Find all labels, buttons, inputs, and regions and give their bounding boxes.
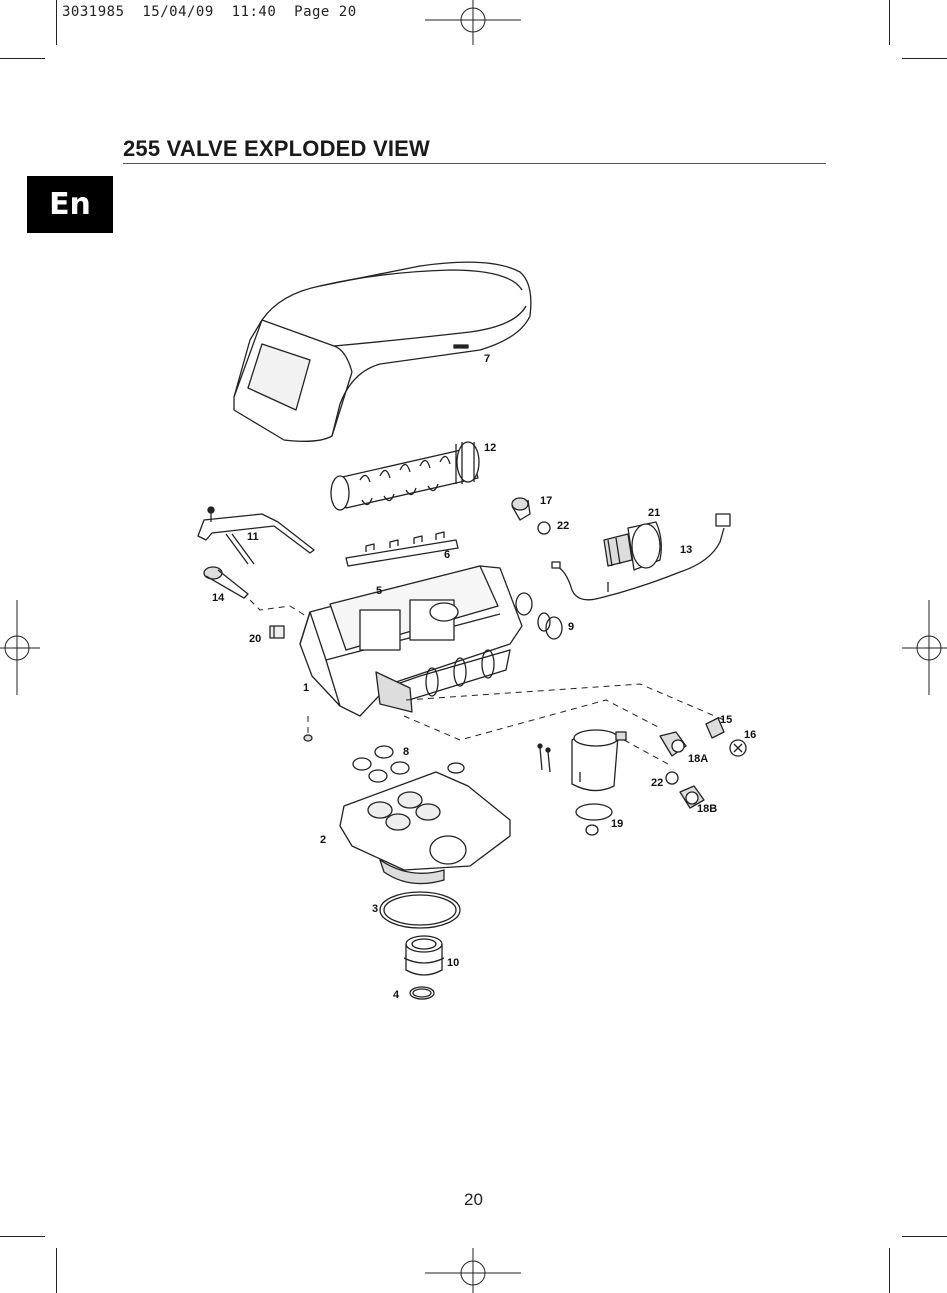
adapter-part-10 (404, 936, 444, 975)
label-part-18A: 18A (688, 753, 708, 765)
label-part-4: 4 (393, 989, 400, 1001)
motor-part-21 (604, 522, 661, 570)
valve-body-part-1 (300, 566, 522, 716)
label-part-1: 1 (303, 682, 309, 694)
o-rings-part-9 (516, 593, 562, 639)
label-part-11: 11 (247, 531, 259, 543)
label-part-9: 9 (568, 621, 574, 633)
part-16 (730, 740, 746, 756)
ball-part-22-lower (666, 772, 678, 784)
label-part-10: 10 (447, 957, 459, 969)
label-part-3: 3 (372, 903, 378, 915)
label-part-12: 12 (484, 442, 496, 454)
label-part-20: 20 (249, 633, 261, 645)
piston-bar-part-6 (346, 532, 458, 566)
screws (538, 744, 550, 772)
clip-part-20 (270, 626, 284, 638)
label-part-7: 7 (484, 353, 490, 365)
label-part-18B: 18B (697, 803, 717, 815)
page-number: 20 (0, 1190, 947, 1210)
label-part-21: 21 (648, 507, 660, 519)
label-part-19: 19 (611, 818, 623, 830)
label-part-5: 5 (376, 585, 382, 597)
label-part-16: 16 (744, 729, 756, 741)
label-part-8: 8 (403, 746, 409, 758)
label-part-22-lower: 22 (651, 777, 663, 789)
base-part-2 (340, 772, 510, 884)
label-part-6: 6 (444, 549, 450, 561)
label-part-2: 2 (320, 834, 326, 846)
part-18A (660, 732, 686, 756)
label-part-22-upper: 22 (557, 520, 569, 532)
cover-part-7 (234, 262, 531, 441)
o-ring-part-4 (410, 987, 434, 999)
injector-part-14 (204, 567, 248, 598)
label-part-15: 15 (720, 714, 732, 726)
camshaft-part-12 (331, 442, 479, 510)
label-part-13: 13 (680, 544, 692, 556)
label-part-14: 14 (212, 592, 225, 604)
o-ring-part-3 (380, 892, 460, 928)
label-part-17: 17 (540, 495, 552, 507)
